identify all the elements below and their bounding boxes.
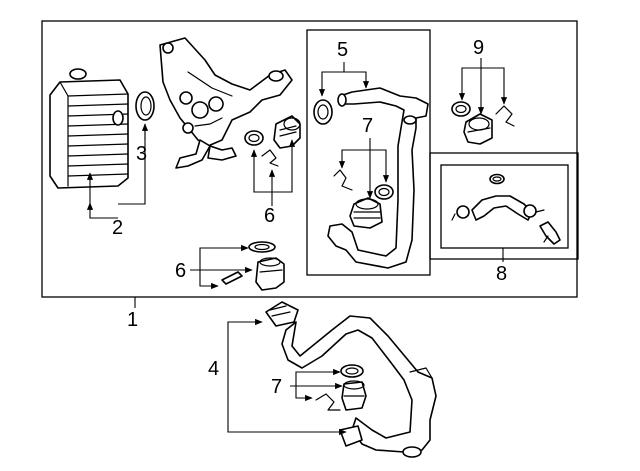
connector-6-top xyxy=(273,115,301,149)
connector-6-bottom xyxy=(255,257,285,291)
seal-7-hose xyxy=(374,184,394,200)
callout-4: 4 xyxy=(208,358,219,380)
leader-7-lower-a xyxy=(290,368,341,387)
oil-cooler xyxy=(49,68,129,189)
seal-7-lower xyxy=(340,364,364,378)
callout-8: 8 xyxy=(496,263,507,285)
leader-6-bot-a xyxy=(190,244,249,271)
clip-7-lower xyxy=(315,393,341,411)
seal-8 xyxy=(489,173,505,185)
leader-5-b xyxy=(344,71,370,89)
connector-7-lower xyxy=(341,380,367,411)
callout-6-top: 6 xyxy=(264,205,275,227)
seal-6-bottom xyxy=(248,241,276,253)
callout-9: 9 xyxy=(473,37,484,59)
callout-1: 1 xyxy=(127,309,138,331)
leader-7-a xyxy=(338,138,371,169)
clip-6-top xyxy=(261,149,279,167)
connector-9 xyxy=(463,113,493,145)
seal-9 xyxy=(451,101,471,117)
leader-6-top-b xyxy=(272,139,296,193)
oil-cooler-hose-upper xyxy=(327,87,429,269)
group-box-1 xyxy=(41,20,578,298)
hose-8 xyxy=(471,195,533,221)
callout-7-lower: 7 xyxy=(271,376,282,398)
seal-6-top xyxy=(244,130,264,146)
leader-7-lower-c xyxy=(295,386,313,402)
seal-ring-5 xyxy=(313,99,333,125)
leader-5-a xyxy=(318,62,345,97)
callout-2: 2 xyxy=(112,217,123,239)
clip-6-bottom xyxy=(221,271,243,285)
callout-6-bottom: 6 xyxy=(175,260,186,282)
clip-7-hose xyxy=(333,169,353,191)
callout-5: 5 xyxy=(337,39,348,61)
leader-9-c xyxy=(481,67,508,105)
clamp-8-right xyxy=(523,204,545,218)
group-box-8-outer xyxy=(429,152,579,260)
seal-ring-3 xyxy=(135,91,155,121)
oil-filter-housing xyxy=(159,37,293,169)
leader-2-3 xyxy=(118,123,149,205)
callout-3: 3 xyxy=(136,143,147,165)
connector-7-hose xyxy=(349,197,383,229)
leader-7-c xyxy=(370,149,390,183)
callout-7-hose: 7 xyxy=(362,115,373,137)
leader-6-bot-c xyxy=(199,270,219,290)
leader-9-a xyxy=(458,58,482,101)
leader-4-b xyxy=(227,368,347,436)
group-box-8-inner xyxy=(440,164,569,249)
leader-2 xyxy=(86,202,118,219)
leader-6-top-a xyxy=(250,149,273,206)
clip-9 xyxy=(495,105,515,127)
leader-4-a xyxy=(227,318,263,368)
cap-4 xyxy=(265,301,299,327)
sensor-8 xyxy=(539,221,561,245)
clamp-8-left xyxy=(451,205,470,221)
